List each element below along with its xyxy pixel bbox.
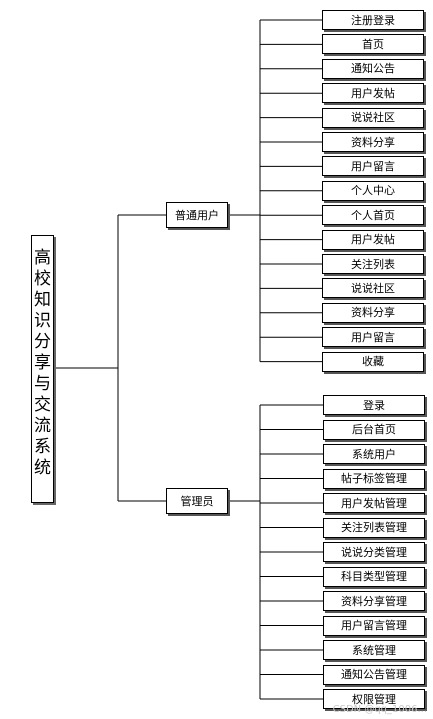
watermark: CSDN @qq_1006... — [332, 704, 427, 715]
root-title-char: 校 — [34, 269, 51, 289]
leaf-node: 说说社区 — [322, 107, 424, 128]
leaf-node: 系统管理 — [323, 640, 425, 660]
leaf-node: 资料分享 — [322, 132, 424, 152]
leaf-node: 用户留言管理 — [323, 615, 425, 636]
leaf-node: 用户发帖 — [322, 83, 424, 104]
leaf-node: 个人中心 — [322, 180, 424, 201]
leaf-node: 用户发帖 — [322, 229, 424, 250]
leaf-node: 系统用户 — [323, 444, 425, 464]
leaf-node: 说说社区 — [322, 278, 424, 299]
leaf-node: 关注列表管理 — [323, 517, 425, 538]
root-title-char: 与 — [34, 374, 51, 394]
group-node-admin: 管理员 — [166, 488, 228, 514]
root-title-char: 知 — [34, 290, 51, 310]
leaf-node: 资料分享管理 — [323, 591, 425, 611]
leaf-node: 权限管理 — [323, 689, 425, 709]
leaf-node: 后台首页 — [323, 419, 425, 440]
root-title-char: 交 — [34, 395, 51, 415]
leaf-node: 首页 — [322, 34, 424, 55]
root-title-char: 系 — [34, 437, 51, 457]
leaf-node: 用户留言 — [322, 156, 424, 177]
root-title-char: 分 — [34, 332, 51, 352]
leaf-node: 登录 — [323, 395, 425, 415]
leaf-node: 用户发帖管理 — [323, 493, 425, 513]
leaf-node: 资料分享 — [322, 302, 424, 323]
leaf-node: 通知公告 — [322, 58, 424, 79]
root-title-char: 高 — [34, 248, 51, 268]
root-title-char: 享 — [34, 353, 51, 373]
leaf-node: 通知公告管理 — [323, 664, 425, 685]
leaf-node: 说说分类管理 — [323, 542, 425, 562]
leaf-node: 帖子标签管理 — [323, 468, 425, 489]
leaf-node: 收藏 — [322, 351, 424, 372]
leaf-node: 用户留言 — [322, 327, 424, 348]
group-node-user: 普通用户 — [166, 202, 228, 228]
root-title-char: 流 — [34, 416, 51, 436]
leaf-node: 注册登录 — [322, 10, 424, 30]
leaf-node: 关注列表 — [322, 254, 424, 274]
leaf-node: 科目类型管理 — [323, 566, 425, 587]
leaf-node: 个人首页 — [322, 205, 424, 226]
root-title-char: 识 — [34, 311, 51, 331]
root-node: 高校知识分享与交流系统 — [31, 235, 54, 503]
root-title-char: 统 — [34, 458, 51, 478]
